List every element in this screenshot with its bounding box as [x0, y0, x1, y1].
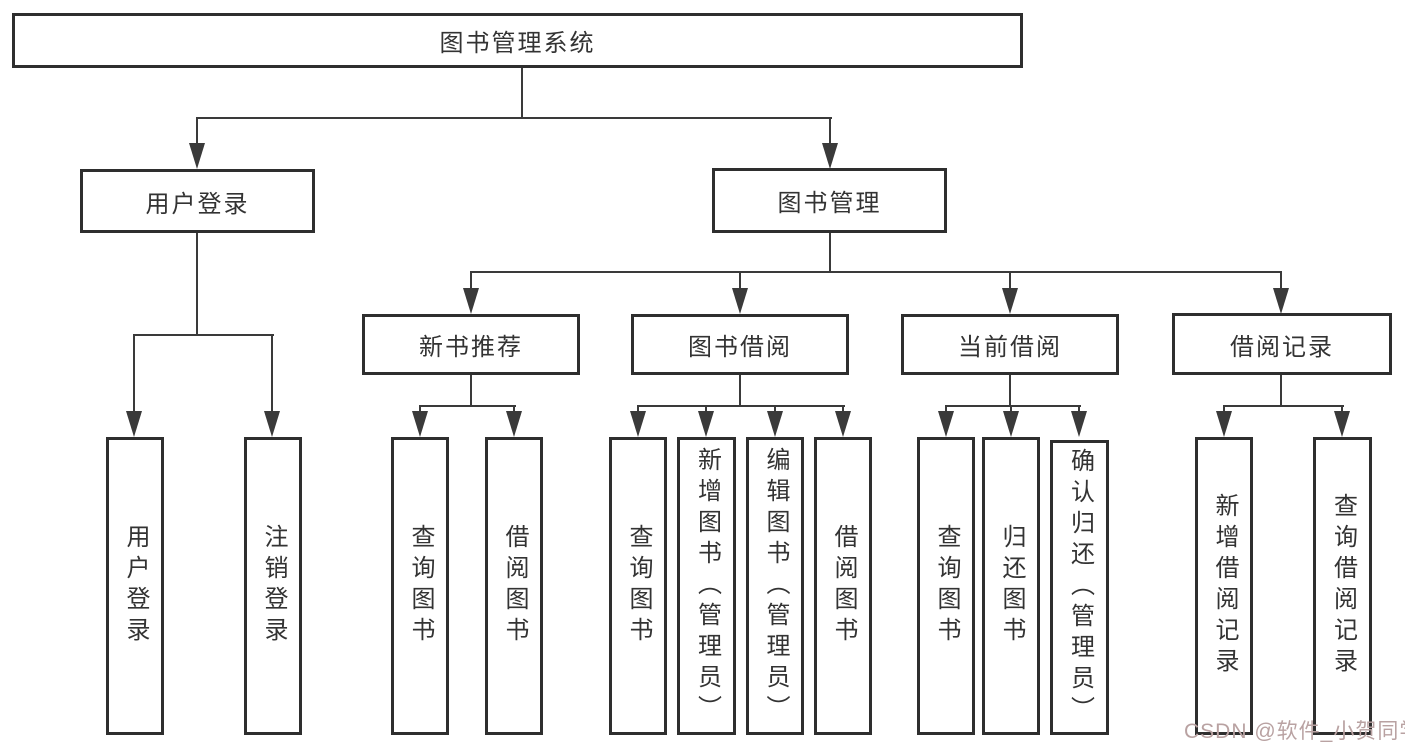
arrow-down-icon	[1071, 405, 1087, 437]
arrow-down-icon	[1003, 405, 1019, 437]
connector-g4-split	[1223, 405, 1344, 407]
leaf-confirm-return-admin: 确认归还（管理员）	[1050, 440, 1109, 735]
connector-bookmgmt-trunk	[829, 233, 831, 273]
leaf-query-borrow-record: 查询借阅记录	[1313, 437, 1372, 735]
node-label: 借阅图书	[501, 524, 528, 648]
arrow-down-icon	[835, 405, 851, 437]
leaf-add-books-admin: 新增图书（管理员）	[677, 437, 736, 735]
arrow-down-icon	[189, 117, 205, 169]
arrow-down-icon	[1334, 405, 1350, 437]
node-book-management: 图书管理	[712, 168, 947, 233]
node-borrowing-records: 借阅记录	[1172, 313, 1392, 375]
arrow-down-icon	[732, 271, 748, 314]
leaf-return-books: 归还图书	[982, 437, 1040, 735]
node-label: 借阅图书	[830, 524, 857, 648]
arrow-down-icon	[506, 405, 522, 437]
node-label: 借阅记录	[1230, 333, 1334, 361]
arrow-down-icon	[1273, 271, 1289, 314]
node-label: 图书借阅	[688, 334, 792, 361]
node-label: 编辑图书（管理员）	[762, 446, 789, 726]
node-label: 图书管理系统	[439, 30, 596, 57]
leaf-user-login: 用户登录	[106, 437, 164, 735]
connector-bookmgmt-split	[470, 271, 1282, 273]
csdn-watermark: CSDN @软件_小贺同学	[1184, 720, 1405, 743]
node-label: 用户登录	[145, 190, 250, 218]
connector-userlogin-trunk	[196, 233, 198, 336]
arrow-down-icon	[630, 405, 646, 437]
node-new-book-recommend: 新书推荐	[362, 314, 580, 375]
node-label: 新增图书（管理员）	[693, 446, 721, 726]
arrow-down-icon	[767, 405, 783, 437]
arrow-down-icon	[1002, 271, 1018, 314]
arrow-down-icon	[1216, 405, 1232, 437]
node-book-borrowing: 图书借阅	[631, 314, 849, 375]
arrow-down-icon	[412, 405, 428, 437]
leaf-query-books-recommend: 查询图书	[391, 437, 449, 735]
leaf-borrow-books-recommend: 借阅图书	[485, 437, 543, 735]
arrow-down-icon	[463, 271, 479, 314]
node-label: 查询图书	[933, 524, 960, 648]
node-label: 当前借阅	[958, 334, 1062, 361]
leaf-add-borrow-record: 新增借阅记录	[1195, 437, 1253, 735]
node-label: 新增借阅记录	[1211, 493, 1238, 679]
connector-g2-split	[637, 405, 845, 407]
arrow-down-icon	[126, 334, 142, 437]
connector-g4-trunk	[1280, 375, 1282, 407]
connector-g2-trunk	[739, 375, 741, 407]
node-label: 查询图书	[407, 524, 434, 648]
node-current-borrowing: 当前借阅	[901, 314, 1119, 375]
leaf-query-books-borrowing: 查询图书	[609, 437, 667, 735]
connector-root-trunk	[521, 68, 523, 119]
leaf-edit-books-admin: 编辑图书（管理员）	[746, 437, 804, 735]
connector-userlogin-split	[133, 334, 274, 336]
node-user-login-branch: 用户登录	[80, 169, 315, 233]
leaf-logout: 注销登录	[244, 437, 302, 735]
node-label: 查询借阅记录	[1329, 493, 1357, 679]
connector-root-split	[196, 117, 832, 119]
node-label: 注销登录	[260, 524, 287, 648]
arrow-down-icon	[264, 334, 280, 437]
node-label: 查询图书	[625, 524, 652, 648]
arrow-down-icon	[822, 117, 838, 169]
connector-g1-split	[419, 405, 516, 407]
connector-g3-trunk	[1009, 375, 1011, 407]
node-label: 图书管理	[777, 190, 882, 217]
node-label: 确认归还（管理员）	[1066, 448, 1094, 727]
node-label: 新书推荐	[419, 334, 523, 361]
leaf-borrow-books: 借阅图书	[814, 437, 872, 735]
node-label: 用户登录	[122, 524, 149, 648]
node-label: 归还图书	[998, 524, 1025, 648]
arrow-down-icon	[938, 405, 954, 437]
leaf-query-books-current: 查询图书	[917, 437, 975, 735]
connector-g3-split	[945, 405, 1081, 407]
arrow-down-icon	[698, 405, 714, 437]
connector-g1-trunk	[470, 375, 472, 407]
node-root-system: 图书管理系统	[12, 13, 1023, 68]
